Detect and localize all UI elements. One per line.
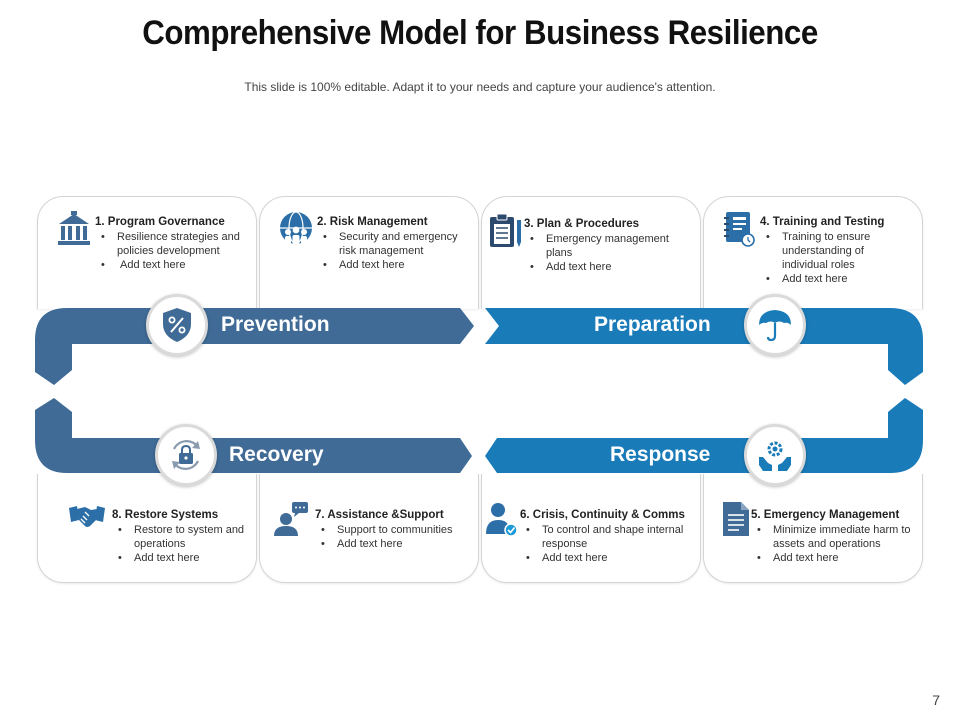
card-3-bullet-2: Add text here [530,260,692,274]
card-2-text: 2. Risk Management Security and emergenc… [317,215,477,272]
card-4-bullet-2: Add text here [766,272,910,286]
shield-percent-icon [146,294,208,356]
card-3-bullet-1: Emergency management plans [530,232,692,260]
card-5-heading: 5. Emergency Management [751,509,900,521]
card-7-heading: 7. Assistance &Support [315,509,444,521]
card-6-text: 6. Crisis, Continuity & Comms To control… [520,508,696,565]
card-7-text: 7. Assistance &Support Support to commun… [315,508,475,551]
card-5-bullet-1: Minimize immediate harm to assets and op… [757,523,916,551]
card-1-heading: 1. Program Governance [95,216,225,228]
phase-preparation: Preparation [594,313,711,336]
card-2-bullet-2: Add text here [323,258,477,272]
card-2-bullet-1: Security and emergency risk management [323,230,477,258]
recovery-band [35,398,472,473]
government-building-icon [58,211,90,245]
card-7-bullet-2: Add text here [321,537,475,551]
slide-title: Comprehensive Model for Business Resilie… [142,14,818,52]
card-3-heading: 3. Plan & Procedures [524,218,640,230]
card-7-bullet-1: Support to communities [321,523,475,537]
phase-response: Response [610,443,711,466]
card-4-heading: 4. Training and Testing [760,216,885,228]
prevention-band [35,308,474,385]
card-4-text: 4. Training and Testing Training to ensu… [760,215,910,286]
card-3-text: 3. Plan & Procedures Emergency managemen… [524,217,692,274]
handshake-icon [69,506,105,527]
document-icon [723,502,749,536]
card-5-bullet-2: Add text here [757,551,916,565]
card-8-bullet-2: Add text here [118,551,252,565]
phase-prevention: Prevention [221,313,330,336]
notebook-clock-icon [724,212,755,247]
card-8-text: 8. Restore Systems Restore to system and… [112,508,252,565]
user-check-icon [486,503,518,537]
card-1-bullet-2: Add text here [101,258,260,272]
hands-gear-icon [744,424,806,486]
card-8-heading: 8. Restore Systems [112,509,219,521]
user-chat-icon [274,502,308,536]
card-5-text: 5. Emergency Management Minimize immedia… [751,508,916,565]
clipboard-pen-icon [490,213,521,247]
page-number: 7 [932,692,940,708]
card-1-text: 1. Program Governance Resilience strateg… [95,215,260,272]
card-8-bullet-1: Restore to system and operations [118,523,252,551]
card-2-heading: 2. Risk Management [317,216,428,228]
umbrella-icon [744,294,806,356]
card-6-bullet-2: Add text here [526,551,696,565]
slide-subtitle: This slide is 100% editable. Adapt it to… [244,80,716,94]
card-6-bullet-1: To control and shape internal response [526,523,696,551]
card-4-bullet-1: Training to ensure understanding of indi… [766,230,910,272]
phase-recovery: Recovery [229,443,324,466]
lock-refresh-icon [155,424,217,486]
preparation-band [485,308,923,385]
globe-people-icon [280,211,312,245]
response-band [485,398,923,473]
card-1-bullet-1: Resilience strategies and policies devel… [101,230,260,258]
card-6-heading: 6. Crisis, Continuity & Comms [520,509,685,521]
